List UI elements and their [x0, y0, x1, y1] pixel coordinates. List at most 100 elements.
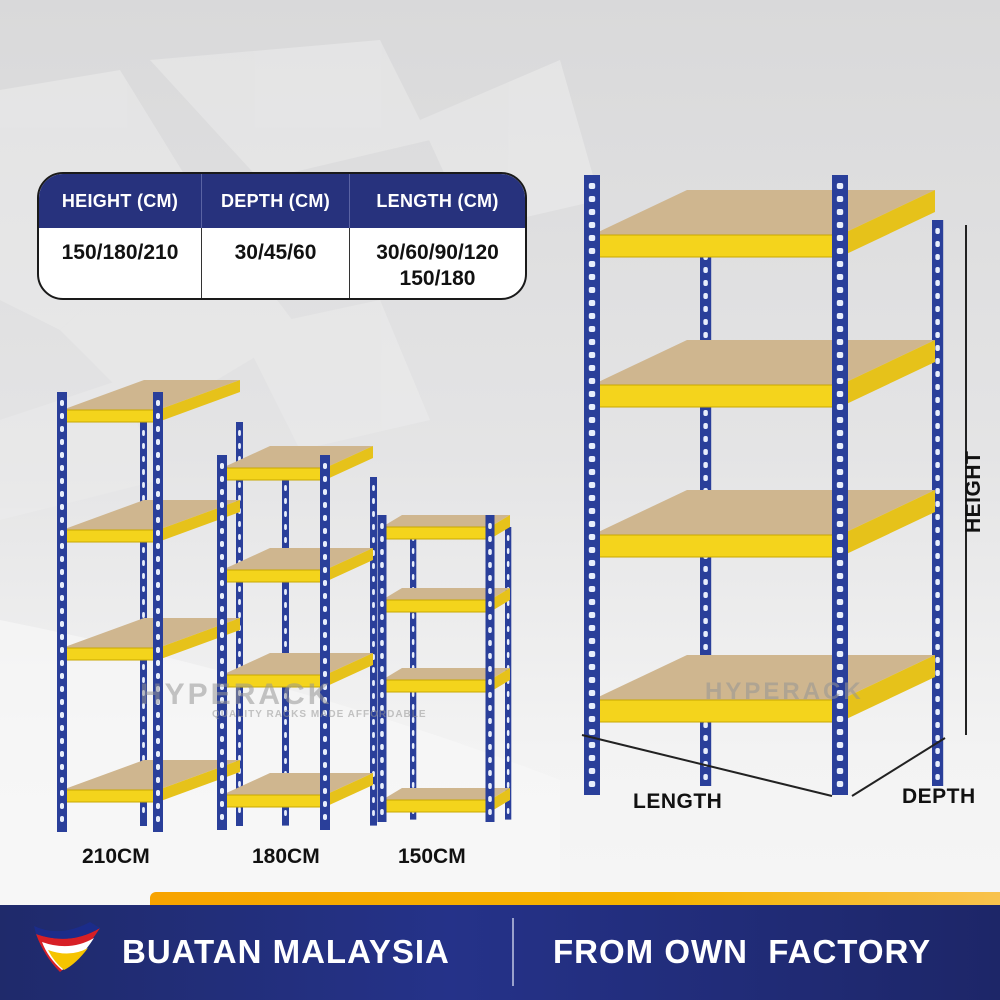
header-depth: DEPTH (CM)	[201, 174, 349, 228]
upright-slot	[323, 541, 327, 547]
upright-slot	[935, 475, 940, 481]
upright-slot	[284, 745, 287, 751]
upright-slot	[323, 632, 327, 638]
shelf-board	[222, 653, 373, 675]
rack-180cm-image	[217, 446, 377, 830]
upright-slot	[60, 803, 64, 809]
shelf-board	[382, 788, 510, 800]
upright-slot	[411, 548, 415, 554]
malaysia-flag-icon	[34, 922, 100, 972]
upright-slot	[588, 326, 596, 332]
upright-slot	[380, 549, 384, 555]
upright-slot	[156, 725, 160, 731]
upright-slot	[220, 528, 224, 534]
upright-slot	[836, 755, 844, 761]
shelf-beam	[61, 789, 159, 803]
upright-slot	[142, 729, 145, 735]
upright-slot	[836, 677, 844, 683]
upright-slot	[380, 744, 384, 750]
upright-slot	[588, 183, 596, 189]
upright-slot	[935, 488, 940, 494]
upright-slot	[836, 599, 844, 605]
upright-slot	[588, 508, 596, 514]
upright-slot	[411, 769, 415, 775]
upright-slot	[60, 751, 64, 757]
upright-slot	[220, 697, 224, 703]
upright-slot	[60, 673, 64, 679]
upright-slot	[380, 679, 384, 685]
upright-slot	[935, 501, 940, 507]
upright-slot	[588, 300, 596, 306]
upright-slot	[323, 476, 327, 482]
upright-slot	[220, 684, 224, 690]
upright-slot	[703, 267, 708, 273]
upright-slot	[238, 755, 241, 761]
upright-slot	[220, 502, 224, 508]
shelf-board	[382, 668, 510, 680]
upright-slot	[411, 717, 415, 723]
upright-slot	[935, 735, 940, 741]
upright-slot	[323, 619, 327, 625]
upright-slot	[60, 634, 64, 640]
upright-slot	[506, 626, 510, 632]
upright-slot	[220, 723, 224, 729]
upright-slot	[284, 485, 287, 491]
upright-slot	[588, 534, 596, 540]
upright-slot	[836, 326, 844, 332]
upright-slot	[506, 691, 510, 697]
upright-slot	[238, 534, 241, 540]
upright-slot	[156, 504, 160, 510]
upright-slot	[60, 439, 64, 445]
upright-slot	[372, 719, 375, 725]
upright-slot	[411, 704, 415, 710]
watermark-tagline-left: QUALITY RACKS MADE AFFORDABLE	[212, 709, 427, 720]
upright-slot	[380, 614, 384, 620]
upright-slot	[411, 574, 415, 580]
upright-slot	[142, 469, 145, 475]
upright-slot	[372, 810, 375, 816]
upright-slot	[372, 784, 375, 790]
upright-slot	[372, 706, 375, 712]
upright-slot	[703, 475, 708, 481]
upright-slot	[703, 579, 708, 585]
upright-slot	[156, 465, 160, 471]
upright-slot	[323, 736, 327, 742]
upright-slot	[372, 745, 375, 751]
upright-slot	[588, 261, 596, 267]
upright-slot	[380, 731, 384, 737]
upright-slot	[60, 517, 64, 523]
upright-slot	[588, 599, 596, 605]
upright-slot	[60, 686, 64, 692]
upright-slot	[588, 547, 596, 553]
upright-slot	[238, 729, 241, 735]
upright-slot	[935, 657, 940, 663]
upright-slot	[372, 680, 375, 686]
upright-post	[320, 455, 330, 830]
upright-slot	[703, 735, 708, 741]
upright-slot	[588, 417, 596, 423]
upright-slot	[156, 803, 160, 809]
upright-slot	[380, 575, 384, 581]
upright-slot	[142, 586, 145, 592]
watermark-brand-left: HYPERACK	[140, 678, 333, 711]
upright-slot	[380, 523, 384, 529]
upright-slot	[935, 683, 940, 689]
upright-slot	[142, 612, 145, 618]
upright-slot	[488, 666, 492, 672]
upright-slot	[703, 306, 708, 312]
upright-slot	[238, 651, 241, 657]
upright-slot	[284, 511, 287, 517]
upright-slot	[588, 482, 596, 488]
upright-slot	[488, 588, 492, 594]
rack-large-image	[584, 175, 944, 795]
upright-slot	[372, 693, 375, 699]
upright-slot	[588, 339, 596, 345]
banner-own-factory: FROM OWN FACTORY	[553, 933, 932, 970]
upright-slot	[156, 699, 160, 705]
upright-slot	[703, 280, 708, 286]
upright-slot	[836, 690, 844, 696]
shelf-side-beam	[840, 340, 935, 407]
dimension-lines	[581, 225, 967, 797]
upright-slot	[156, 530, 160, 536]
